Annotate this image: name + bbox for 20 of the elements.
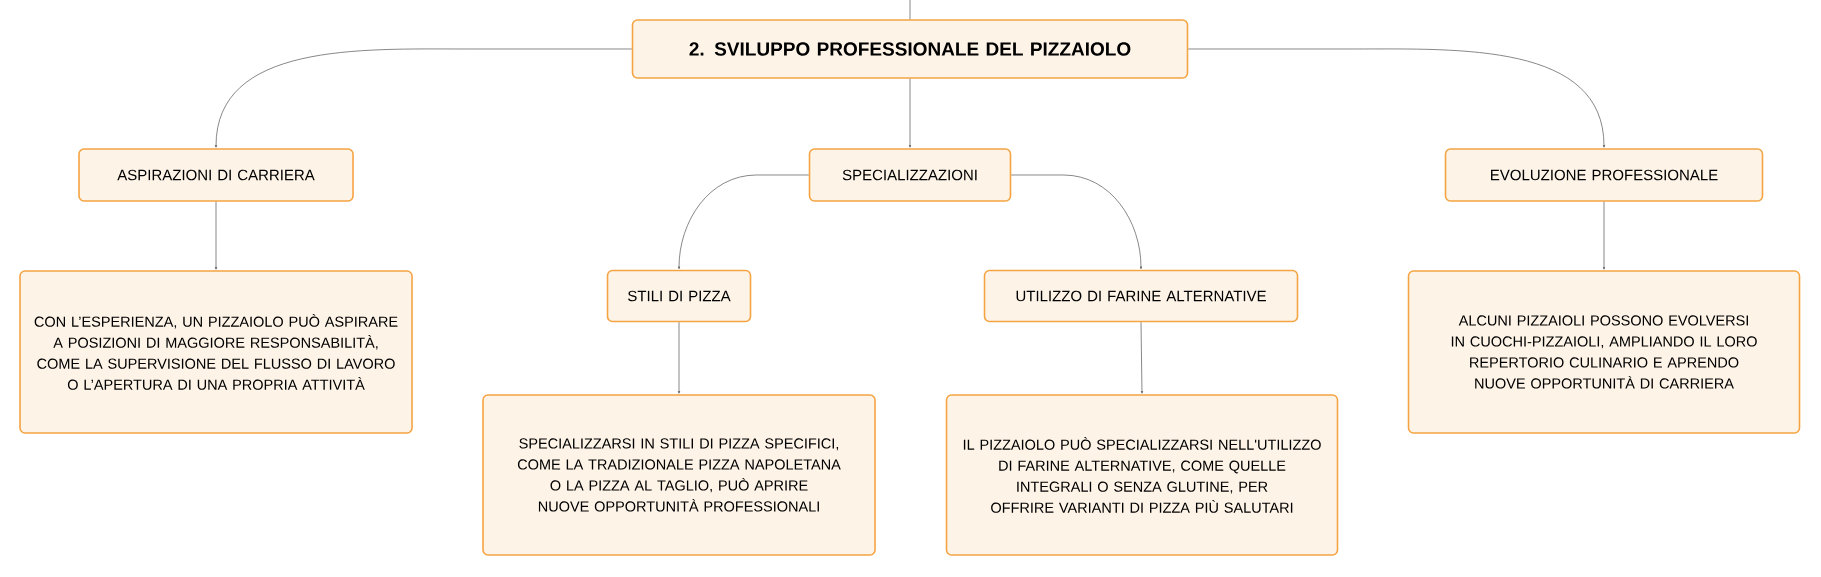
connector <box>909 0 911 20</box>
central-topic-box: 2. SVILUPPO PROFESSIONALE DEL PIZZAIOLO <box>631 19 1189 79</box>
topic-box: SPECIALIZZAZIONI <box>808 148 1012 202</box>
topic-box: UTILIZZO DI FARINE ALTERNATIVE <box>983 269 1299 323</box>
connector <box>1140 321 1144 394</box>
description-box: SPECIALIZZARSI IN STILI DI PIZZA SPECIFICI, COME LA TRADIZIONALE PIZZA NAPOLETANA O LA PIZZA AL TAGLIO, PUÒ APRIRE NUOVE OPPORTUNITÀ PROFESSIONALI <box>482 394 876 556</box>
topic-box: ASPIRAZIONI DI CARRIERA <box>78 148 354 202</box>
connector <box>1187 48 1606 148</box>
topic-box: EVOLUZIONE PROFESSIONALE <box>1444 148 1764 202</box>
connector <box>1602 201 1606 270</box>
description-box: CON L’ESPERIENZA, UN PIZZAIOLO PUÒ ASPIRARE A POSIZIONI DI MAGGIORE RESPONSABILITÀ, COME LA SUPERVISIONE DEL FLUSSO DI LAVORO O L’APERTURA DI UNA PROPRIA ATTIVITÀ <box>19 270 413 434</box>
connector <box>677 321 681 394</box>
connector <box>214 48 633 148</box>
connector <box>1010 174 1143 270</box>
topic-box: STILI DI PIZZA <box>606 269 752 323</box>
description-box: IL PIZZAIOLO PUÒ SPECIALIZZARSI NELL'UTILIZZO DI FARINE ALTERNATIVE, COME QUELLE INTEGRALI O SENZA GLUTINE, PER OFFRIRE VARIANTI DI PIZZA PIÙ SALUTARI <box>945 394 1339 556</box>
connector <box>677 174 810 270</box>
connector <box>214 201 218 270</box>
connector <box>908 78 912 148</box>
description-box: ALCUNI PIZZAIOLI POSSONO EVOLVERSI IN CUOCHI-PIZZAIOLI, AMPLIANDO IL LORO REPERTORIO CULINARIO E APRENDO NUOVE OPPORTUNITÀ DI CARRIERA <box>1407 270 1801 434</box>
